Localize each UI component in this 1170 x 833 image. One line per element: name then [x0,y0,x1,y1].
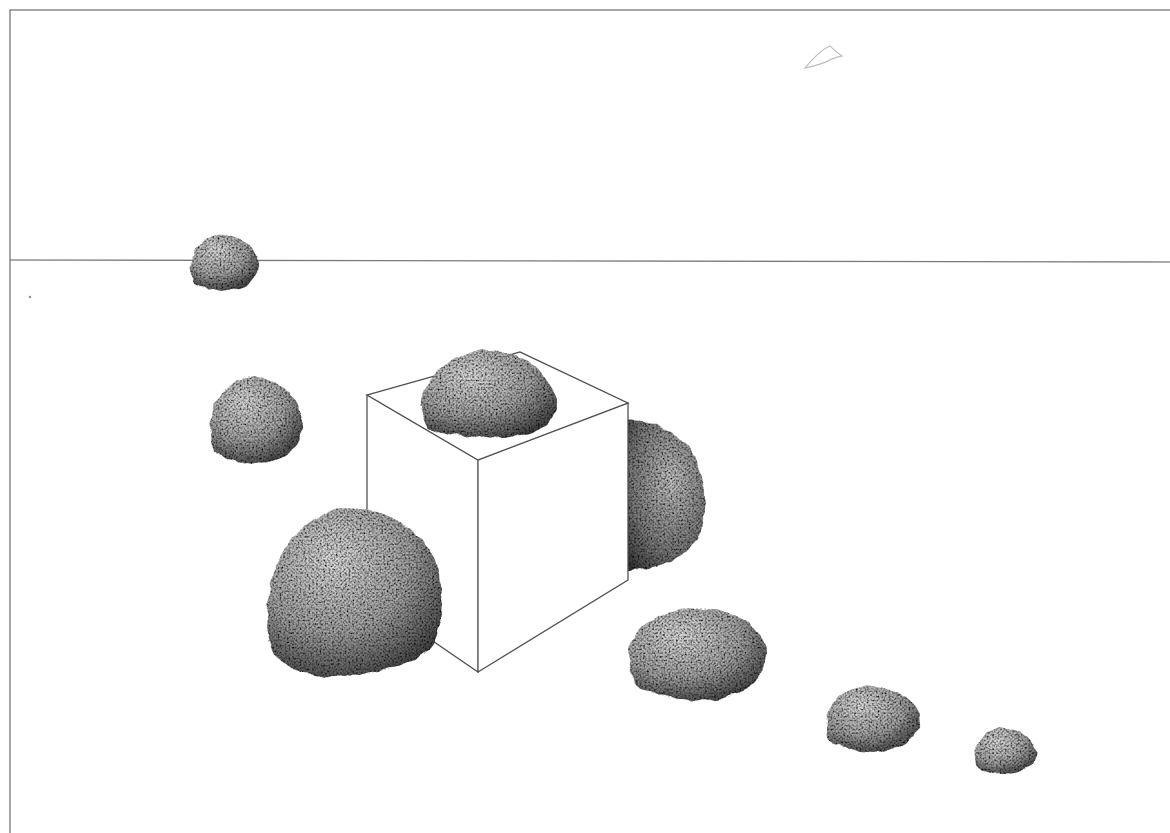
bird-sketch [805,46,842,68]
rock-horizon [190,234,259,289]
horizon-line [10,260,1170,262]
rock-behind-cube-right [620,420,705,570]
rock-smallest-right [974,728,1036,774]
rock-small-right [826,686,920,752]
speck [29,296,31,298]
rock-left-small [210,376,302,463]
rock-front-right [628,608,766,700]
